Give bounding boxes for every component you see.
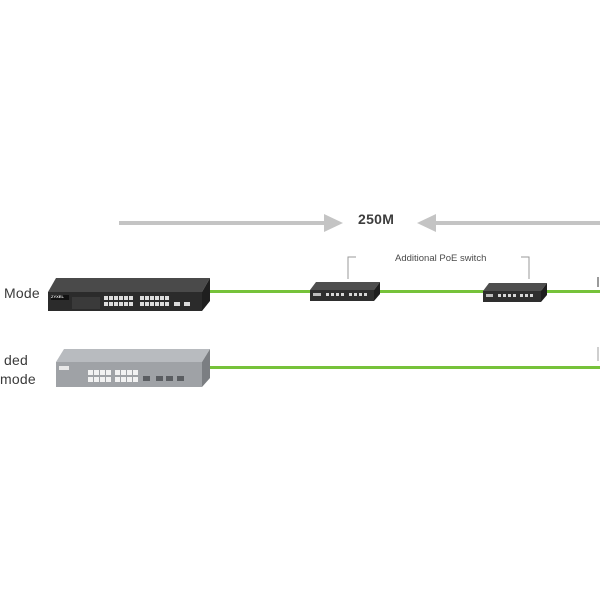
cable-top [206,290,600,293]
additional-switch-label: Additional PoE switch [395,253,487,264]
main-switch-light [56,349,210,387]
poe-switch-2 [483,283,547,302]
mode-label-bottom-line1: ded [4,352,28,368]
cable-bottom [206,366,600,369]
mode-label-bottom-line2: mode [0,371,36,387]
mode-label-top: Mode [4,285,40,301]
poe-switch-1 [310,282,380,301]
main-switch-dark [48,278,210,311]
brand-logo: ZYXEL [51,294,64,299]
additional-switch-bracket [347,256,530,279]
distance-arrow-right [417,214,600,232]
distance-arrow-left [119,214,343,232]
cable-edge-top [597,277,599,287]
cable-edge-bottom [597,347,599,361]
distance-label: 250M [358,211,395,227]
